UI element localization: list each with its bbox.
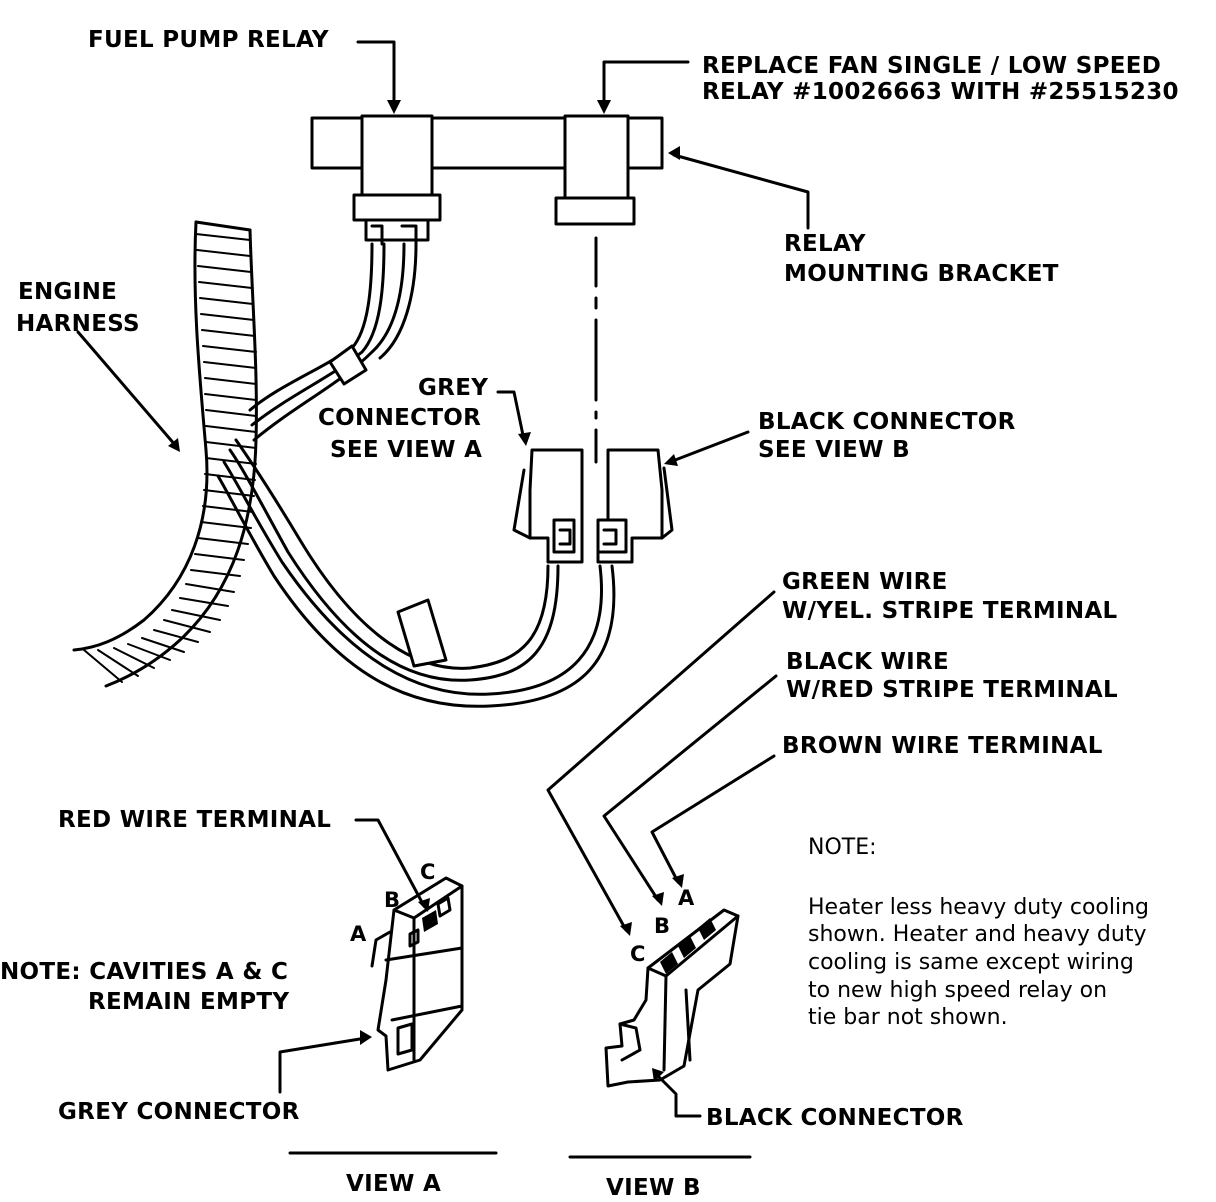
black-connector-label-line2: SEE VIEW B [758, 437, 910, 463]
black-connector-label-line1: BLACK CONNECTOR [758, 409, 1016, 435]
engine-harness [72, 220, 258, 688]
view-b-label: VIEW B [606, 1175, 701, 1201]
note-heading: NOTE: [808, 835, 877, 860]
note-line-5: tie bar not shown. [808, 1005, 1008, 1030]
connector-wire-bundle [216, 438, 616, 708]
replace-relay-label-line2: RELAY #10026663 WITH #25515230 [702, 79, 1179, 105]
cavities-note-line1: NOTE: CAVITIES A & C [0, 959, 289, 985]
view-underlines [288, 1151, 752, 1159]
view-b-cavity-a: A [678, 886, 695, 910]
grey-connector-detail [370, 876, 464, 1072]
view-b-cavity-c: C [630, 942, 646, 966]
fan-low-speed-relay [554, 114, 636, 226]
note-line-4: to new high speed relay on [808, 978, 1108, 1003]
black-connector-view-label: BLACK CONNECTOR [706, 1105, 964, 1131]
leader-lines [76, 40, 810, 1118]
engine-harness-label-line1: ENGINE [18, 279, 118, 305]
view-a-cavity-c: C [420, 860, 436, 884]
black-wire-label-line2: W/RED STRIPE TERMINAL [786, 677, 1118, 703]
relay-bracket-label-line1: RELAY [784, 231, 866, 257]
black-connector-detail [604, 908, 740, 1088]
brown-wire-label: BROWN WIRE TERMINAL [782, 733, 1103, 759]
cavities-note-line2: REMAIN EMPTY [88, 989, 290, 1015]
green-wire-label-line1: GREEN WIRE [782, 569, 948, 595]
black-wire-label-line1: BLACK WIRE [786, 649, 950, 675]
view-a-cavity-b: B [384, 888, 401, 912]
grey-connector-view-label: GREY CONNECTOR [58, 1099, 300, 1125]
grey-connector-label-line3: SEE VIEW A [330, 437, 483, 463]
note-line-3: cooling is same except wiring [808, 950, 1134, 975]
view-b-cavity-b: B [654, 914, 671, 938]
relay-bracket-label-line2: MOUNTING BRACKET [784, 261, 1059, 287]
fuel-pump-relay [352, 114, 442, 246]
replace-relay-label-line1: REPLACE FAN SINGLE / LOW SPEED [702, 53, 1162, 79]
grey-connector-label-line2: CONNECTOR [318, 405, 482, 431]
fuel-pump-relay-label: FUEL PUMP RELAY [88, 27, 329, 53]
view-a-label: VIEW A [346, 1171, 442, 1197]
red-wire-label: RED WIRE TERMINAL [58, 807, 332, 833]
view-a-cavity-a: A [350, 922, 367, 946]
green-wire-label-line2: W/YEL. STRIPE TERMINAL [782, 598, 1118, 624]
note-line-1: Heater less heavy duty cooling [808, 895, 1150, 920]
relay-wire-bundle [248, 242, 418, 442]
grey-connector-label-line1: GREY [418, 375, 489, 401]
grey-connector-main [512, 448, 584, 564]
black-connector-main [596, 448, 674, 564]
note-line-2: shown. Heater and heavy duty [808, 922, 1147, 947]
engine-harness-label-line2: HARNESS [16, 311, 140, 337]
